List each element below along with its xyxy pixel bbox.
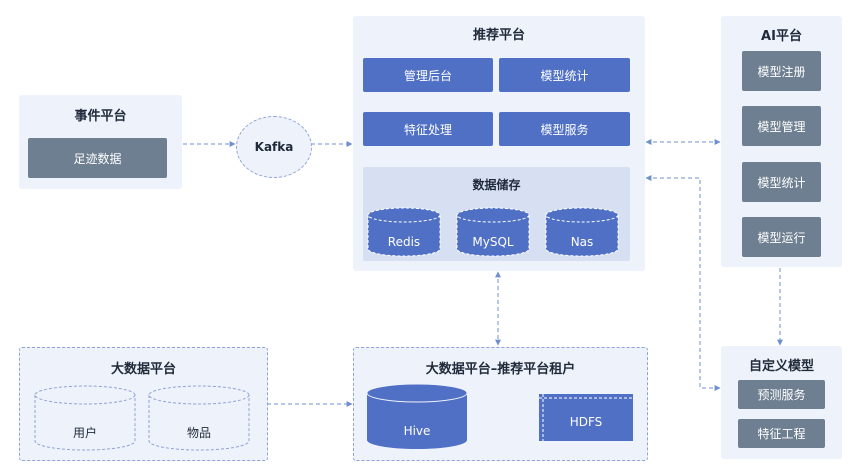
bigdata-tenant-title: 大数据平台–推荐平台租户 bbox=[425, 362, 576, 377]
event-platform-title: 事件平台 bbox=[74, 109, 127, 124]
bigdata-tenant-panel: 大数据平台–推荐平台租户 Hive HDFS bbox=[353, 347, 648, 461]
data-storage-title: 数据储存 bbox=[472, 178, 521, 192]
hive-label: Hive bbox=[403, 424, 431, 438]
model-stats-box: 模型统计 bbox=[499, 58, 630, 92]
model-run-box: 模型运行 bbox=[742, 217, 821, 257]
feature-processing-box: 特征处理 bbox=[363, 112, 493, 146]
ai-platform-title: AI平台 bbox=[761, 29, 802, 44]
users-cylinder-icon bbox=[34, 385, 136, 451]
custom-model-panel: 自定义模型 预测服务 特征工程 bbox=[721, 346, 842, 459]
arrow-recommend-custom bbox=[645, 175, 721, 391]
prediction-service-box: 预测服务 bbox=[738, 380, 825, 409]
custom-model-title: 自定义模型 bbox=[748, 359, 814, 374]
bigdata-platform-panel: 大数据平台 用户 物品 bbox=[19, 347, 268, 461]
bigdata-cylinders bbox=[34, 385, 250, 451]
users-label: 用户 bbox=[72, 426, 97, 440]
storage-cylinders bbox=[367, 207, 619, 257]
hdfs-label: HDFS bbox=[569, 415, 603, 429]
data-storage-panel: 数据储存 Redis MySQL Nas bbox=[363, 167, 630, 261]
items-label: 物品 bbox=[186, 426, 211, 440]
recommend-platform-title: 推荐平台 bbox=[472, 28, 525, 43]
bigdata-platform-title: 大数据平台 bbox=[110, 362, 176, 377]
redis-cylinder-icon bbox=[367, 207, 441, 257]
recommend-platform-panel: 推荐平台 管理后台 模型统计 特征处理 模型服务 数据储存 Redis bbox=[353, 16, 645, 271]
nas-label: Nas bbox=[570, 235, 594, 249]
model-register-box: 模型注册 bbox=[742, 51, 821, 91]
ai-platform-panel: AI平台 模型注册 模型管理 模型统计 模型运行 bbox=[721, 16, 842, 267]
model-service-box: 模型服务 bbox=[499, 112, 630, 146]
admin-backend-box: 管理后台 bbox=[363, 58, 493, 92]
items-cylinder-icon bbox=[148, 385, 250, 451]
nas-cylinder-icon bbox=[545, 207, 619, 257]
kafka-node: Kafka bbox=[236, 116, 312, 178]
feature-engineering-box: 特征工程 bbox=[738, 419, 825, 448]
model-management-box: 模型管理 bbox=[742, 106, 821, 146]
hdfs-stack-icon bbox=[539, 394, 633, 441]
tenant-storage-shapes bbox=[366, 383, 633, 449]
model-stats-ai-box: 模型统计 bbox=[742, 162, 821, 202]
mysql-cylinder-icon bbox=[456, 207, 530, 257]
hive-cylinder-icon bbox=[366, 383, 468, 449]
event-platform-panel: 事件平台 足迹数据 bbox=[19, 95, 182, 189]
footprint-data-box: 足迹数据 bbox=[28, 138, 167, 178]
mysql-label: MySQL bbox=[472, 235, 514, 249]
redis-label: Redis bbox=[387, 235, 421, 249]
